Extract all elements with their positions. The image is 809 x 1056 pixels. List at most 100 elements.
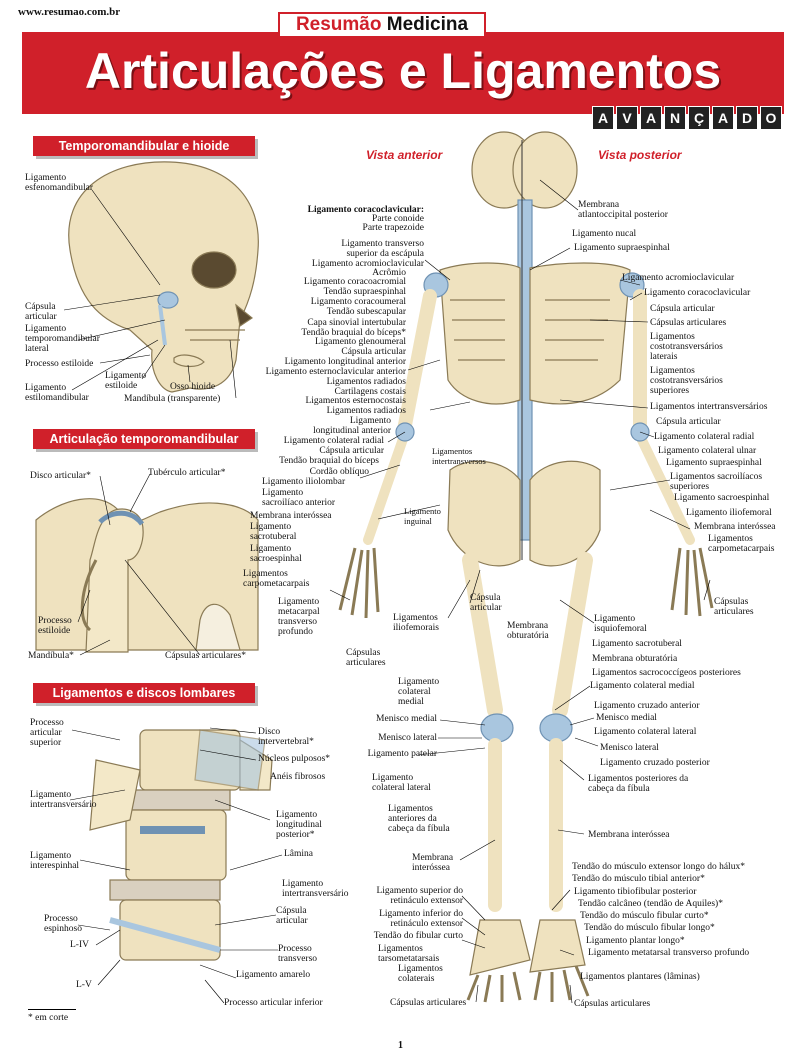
label-mandible-transparent: Mandíbula (transparente) xyxy=(124,394,221,404)
label-acromion: Acrômio xyxy=(372,268,406,278)
label-coracoacromial: Ligamento coracoacromial xyxy=(303,277,406,287)
label-medial-collateral-post: Ligamento colateral medial xyxy=(590,681,695,691)
label-shoulder-capsule-post: Cápsula articular xyxy=(650,304,715,314)
label-coracoclavicular: Ligamento coracoclavicular: xyxy=(307,205,424,215)
level-letter: A xyxy=(640,106,662,130)
skeleton-illustration xyxy=(338,131,714,1003)
brand-part-1: Resumão xyxy=(295,14,382,35)
label-supraspinous: Ligamento supraespinhal xyxy=(574,243,670,253)
label-articular-tubercle: Tubérculo articular* xyxy=(148,468,226,478)
label-radiate-2: Ligamentos radiados xyxy=(326,406,406,416)
label-radiate-1: Ligamentos radiados xyxy=(326,377,406,387)
page-title: Articulações e Ligamentos xyxy=(84,43,722,99)
label-annulus-fibrosus: Anéis fibrosos xyxy=(270,772,326,782)
label-tibialis-anterior-tendon: Tendão do músculo tibial anterior* xyxy=(572,874,705,884)
label-sacrotuberous-post: Ligamento sacrotuberal xyxy=(592,639,682,649)
label-fibularis-brevis-post: Tendão do músculo fibular curto* xyxy=(580,911,709,921)
label-hyoid: Osso hioide xyxy=(170,382,216,392)
label-trapezoid: Parte trapezoide xyxy=(362,223,424,233)
label-articular-capsules: Cápsulas articulares* xyxy=(165,651,246,661)
lumbar-illustration xyxy=(89,729,273,961)
label-achilles: Tendão calcâneo (tendão de Aquiles)* xyxy=(578,899,723,909)
label-ligamentum-flavum: Ligamento amarelo xyxy=(236,970,311,980)
label-articular-disc: Disco articular* xyxy=(30,471,91,481)
label-posterior-sacrococcygeal: Ligamentos sacrococcígeos posteriores xyxy=(592,668,741,678)
label-nuchal: Ligamento nucal xyxy=(572,229,637,239)
leader-lines xyxy=(63,179,711,1004)
label-shoulder-capsule: Cápsula articular xyxy=(341,347,406,357)
label-nucleus-pulposus: Núcleos pulposos* xyxy=(258,754,331,764)
label-radial-collateral-post: Ligamento colateral radial xyxy=(654,432,755,442)
label-oblique-cord: Cordão oblíquo xyxy=(309,467,369,477)
label-inferior-articular-process: Processo articular inferior xyxy=(224,998,323,1008)
label-conoid: Parte conoide xyxy=(372,214,424,224)
site-url: www.resumao.com.br xyxy=(18,6,121,18)
label-medial-meniscus-ant: Menisco medial xyxy=(376,714,437,724)
label-toe-capsules-post: Cápsulas articulares xyxy=(574,999,651,1009)
section-title-tmj-hyoid: Temporomandibular e hioide xyxy=(33,136,255,156)
label-deep-transverse-metatarsal: Ligamento metatarsal transverso profundo xyxy=(588,948,750,958)
label-supraspinous-2: Ligamento supraespinhal xyxy=(666,458,762,468)
level-badge: A V A N Ç A D O xyxy=(592,106,782,130)
level-letter: O xyxy=(760,106,782,130)
level-letter: Ç xyxy=(688,106,710,130)
skull-illustration xyxy=(68,161,259,393)
label-subscapularis-tendon: Tendão subescapular xyxy=(326,307,406,317)
brand-part-2: Medicina xyxy=(386,14,469,35)
label-l4: L-IV xyxy=(70,940,89,950)
title-banner xyxy=(22,32,784,114)
label-supraspinatus-tendon: Tendão supraespinhal xyxy=(323,287,406,297)
label-ulnar-collateral: Ligamento colateral ulnar xyxy=(658,446,757,456)
label-fibularis-longus: Tendão do músculo fibular longo* xyxy=(584,923,715,933)
label-lamina: Lâmina xyxy=(284,849,314,859)
label-radial-collateral-ant: Ligamento colateral radial xyxy=(283,436,384,446)
label-acromioclavicular-ant: Ligamento acromioclavicular xyxy=(311,259,424,269)
label-sternoclavicular: Ligamento esternoclavicular anterior xyxy=(265,367,406,377)
level-letter: D xyxy=(736,106,758,130)
label-synovial-sheath: Capa sinovial intertubular xyxy=(307,318,406,328)
label-sternocostal: Ligamentos esternocostais xyxy=(305,396,406,406)
label-mandible: Mandíbula* xyxy=(28,651,74,661)
label-fibularis-brevis-ant: Tendão do fibular curto xyxy=(373,931,463,941)
label-biceps-tendon-star: Tendão braquial do bíceps* xyxy=(301,328,406,338)
label-acl: Ligamento cruzado anterior xyxy=(594,701,700,711)
label-plantar-plates: Ligamentos plantares (lâminas) xyxy=(580,972,700,982)
label-sacrospinous-post: Ligamento sacroespinhal xyxy=(674,493,770,503)
section-title-tmj: Articulação temporomandibular xyxy=(33,429,255,449)
label-interosseous-post: Membrana interóssea xyxy=(694,522,776,532)
label-patellar: Ligamento patelar xyxy=(367,749,437,759)
section-title-lumbar: Ligamentos e discos lombares xyxy=(33,683,255,703)
label-ehl-tendon: Tendão do músculo extensor longo do hálu… xyxy=(572,862,745,872)
view-anterior-label: Vista anterior xyxy=(366,148,443,162)
label-elbow-capsule: Cápsula articular xyxy=(319,446,384,456)
label-obturator-membrane-post: Membrana obturatória xyxy=(592,654,678,664)
